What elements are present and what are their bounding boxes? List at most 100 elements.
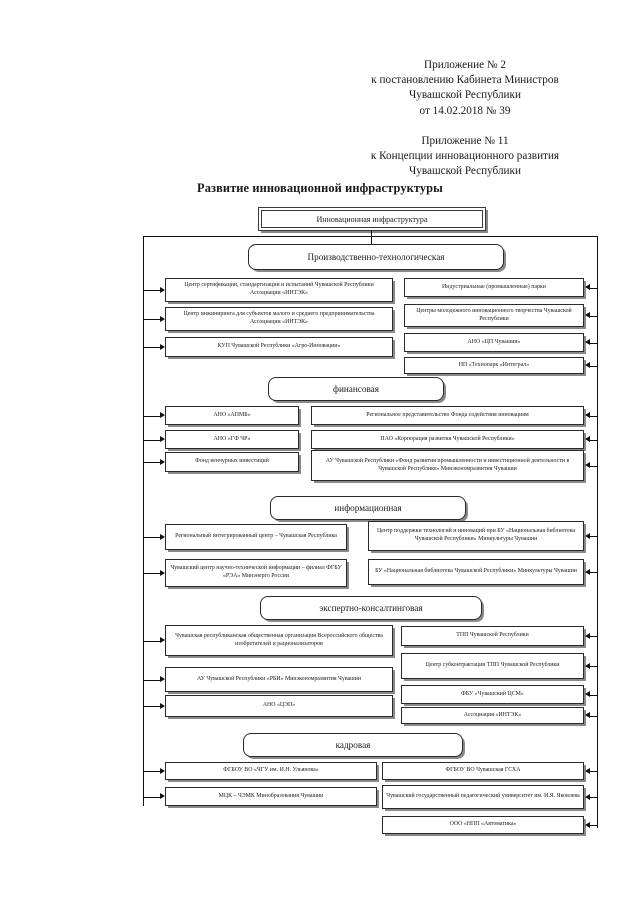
connector-right-3-1[interactable] — [588, 666, 597, 667]
category-header-2[interactable]: информационная — [270, 496, 466, 520]
arrow-right-icon[interactable] — [159, 702, 165, 709]
connector-right-3-0[interactable] — [588, 636, 597, 637]
arrow-right-icon[interactable] — [159, 458, 165, 465]
node-right-0-1[interactable]: Центры молодежного инновационного творче… — [404, 304, 584, 327]
node-label: БУ «Национальная библиотека Чувашской Ре… — [375, 568, 577, 575]
connector-left-1-1[interactable] — [143, 439, 161, 441]
arrow-right-icon[interactable] — [159, 569, 165, 576]
arrow-left-icon[interactable] — [584, 284, 590, 291]
connector-right-1-2[interactable] — [588, 465, 597, 467]
node-left-3-2[interactable]: АНО «ЦЭП» — [165, 695, 393, 717]
node-left-2-1[interactable]: Чувашский центр научно-технической инфор… — [165, 559, 347, 587]
category-header-1[interactable]: финансовая — [268, 377, 444, 401]
connector-left-1-2[interactable] — [143, 462, 161, 463]
arrow-right-icon[interactable] — [159, 533, 165, 540]
arrow-left-icon[interactable] — [584, 767, 590, 774]
arrow-left-icon[interactable] — [584, 462, 590, 469]
node-left-0-1[interactable]: Центр инжиниринга для субъектов малого и… — [165, 307, 393, 331]
connector-right-1-1[interactable] — [588, 439, 597, 441]
node-left-3-0[interactable]: Чувашская республиканская общественная о… — [165, 625, 393, 656]
connector-left-2-1[interactable] — [143, 573, 161, 574]
node-left-4-0[interactable]: ФГБОУ ВО «ЧГУ им. И.Н. Ульянова» — [165, 762, 377, 780]
node-right-4-1[interactable]: Чувашский государственный педагогический… — [382, 785, 584, 809]
node-left-0-0[interactable]: Центр сертификации, стандартизации и исп… — [165, 278, 393, 302]
connector-right-1-0[interactable] — [588, 415, 597, 417]
connector-right-0-3[interactable] — [588, 365, 597, 367]
connector-right-2-1[interactable] — [588, 572, 597, 573]
category-header-0[interactable]: Производственно-технологическая — [248, 244, 504, 270]
arrow-left-icon[interactable] — [584, 436, 590, 443]
arrow-left-icon[interactable] — [584, 712, 590, 719]
node-left-2-0[interactable]: Региональный интегрированный центр – Чув… — [165, 524, 347, 550]
node-right-3-3[interactable]: Ассоциация «ИНТЭК» — [401, 707, 584, 724]
arrow-left-icon[interactable] — [584, 632, 590, 639]
connector-left-2-0[interactable] — [143, 537, 161, 538]
arrow-left-icon[interactable] — [584, 691, 590, 698]
left-spine[interactable] — [143, 236, 144, 806]
node-right-1-2[interactable]: АУ Чувашской Республики «Фонд развития п… — [311, 450, 584, 481]
node-left-1-1[interactable]: АНО «ГФ ЧР» — [165, 430, 299, 449]
arrow-right-icon[interactable] — [159, 436, 165, 443]
connector-left-0-1[interactable] — [143, 319, 161, 320]
arrow-right-icon[interactable] — [159, 286, 165, 293]
node-left-4-1[interactable]: МЦК – ЧЭМК Минобразования Чувашии — [165, 787, 377, 806]
node-right-1-1[interactable]: ПАО «Корпорация развития Чувашской Респу… — [311, 430, 584, 449]
right-spine[interactable] — [597, 236, 598, 828]
connector-left-4-1[interactable] — [143, 796, 161, 798]
category-header-4[interactable]: кадровая — [243, 733, 463, 757]
node-right-4-0[interactable]: ФГБОУ ВО Чувашская ГСХА — [382, 762, 584, 780]
connector-left-0-2[interactable] — [143, 347, 161, 348]
arrow-left-icon[interactable] — [584, 793, 590, 800]
arrow-left-icon[interactable] — [584, 662, 590, 669]
arrow-left-icon[interactable] — [584, 568, 590, 575]
arrow-right-icon[interactable] — [159, 412, 165, 419]
connector-left-3-0[interactable] — [143, 640, 161, 642]
connector-right-2-0[interactable] — [588, 536, 597, 537]
node-right-1-0[interactable]: Региональное представительство Фонда сод… — [311, 406, 584, 425]
arrow-left-icon[interactable] — [584, 312, 590, 319]
root-stem[interactable] — [371, 231, 372, 244]
arrow-left-icon[interactable] — [584, 339, 590, 346]
top-bus[interactable] — [143, 236, 597, 237]
node-right-2-1[interactable]: БУ «Национальная библиотека Чувашской Ре… — [368, 559, 584, 585]
node-left-0-2[interactable]: КУП Чувашской Республики «Агро-Инновации… — [165, 337, 393, 357]
node-right-3-2[interactable]: ФБУ «Чувашский ЦСМ» — [401, 685, 584, 704]
connector-left-3-2[interactable] — [143, 706, 161, 707]
category-header-3[interactable]: экспертно-консалтинговая — [260, 596, 482, 620]
connector-right-4-2[interactable] — [588, 825, 597, 826]
node-right-0-3[interactable]: НП «Технопарк «Интеграл» — [404, 357, 584, 374]
arrow-left-icon[interactable] — [584, 821, 590, 828]
connector-right-0-1[interactable] — [588, 315, 597, 317]
connector-right-3-2[interactable] — [588, 694, 597, 696]
connector-right-0-0[interactable] — [588, 287, 597, 289]
arrow-right-icon[interactable] — [159, 793, 165, 800]
connector-right-3-3[interactable] — [588, 715, 597, 717]
connector-right-4-0[interactable] — [588, 771, 597, 772]
node-left-3-1[interactable]: АУ Чувашской Республики «РБИ» Минэкономр… — [165, 667, 393, 692]
arrow-left-icon[interactable] — [584, 532, 590, 539]
node-label: Ассоциация «ИНТЭК» — [463, 711, 522, 718]
arrow-right-icon[interactable] — [159, 315, 165, 322]
connector-left-4-0[interactable] — [143, 771, 161, 772]
arrow-right-icon[interactable] — [159, 767, 165, 774]
arrow-left-icon[interactable] — [584, 362, 590, 369]
node-right-4-2[interactable]: ООО «НПП «Автоматика» — [382, 816, 584, 834]
node-right-3-0[interactable]: ТПП Чувашской Республики — [401, 626, 584, 646]
arrow-right-icon[interactable] — [159, 676, 165, 683]
arrow-right-icon[interactable] — [159, 343, 165, 350]
connector-left-0-0[interactable] — [143, 290, 161, 291]
connector-left-1-0[interactable] — [143, 415, 161, 417]
node-label: АНО «ГФ ЧР» — [213, 435, 251, 442]
arrow-right-icon[interactable] — [159, 637, 165, 644]
appendix-reference-block-2: Приложение № 11 к Концепции инновационно… — [330, 134, 600, 180]
arrow-left-icon[interactable] — [584, 412, 590, 419]
node-right-2-0[interactable]: Центр поддержки технологий и инноваций п… — [368, 521, 584, 551]
node-right-0-0[interactable]: Индустриальные (промышленные) парки — [404, 278, 584, 297]
connector-right-0-2[interactable] — [588, 342, 597, 344]
node-right-0-2[interactable]: АНО «ЦП Чувашии» — [404, 333, 584, 352]
node-left-1-2[interactable]: Фонд венчурных инвестиций — [165, 452, 299, 472]
node-left-1-0[interactable]: АНО «АПМБ» — [165, 406, 299, 425]
connector-right-4-1[interactable] — [588, 797, 597, 798]
node-right-3-1[interactable]: Центр субконтрактации ТПП Чувашской Респ… — [401, 653, 584, 679]
connector-left-3-1[interactable] — [143, 679, 161, 681]
